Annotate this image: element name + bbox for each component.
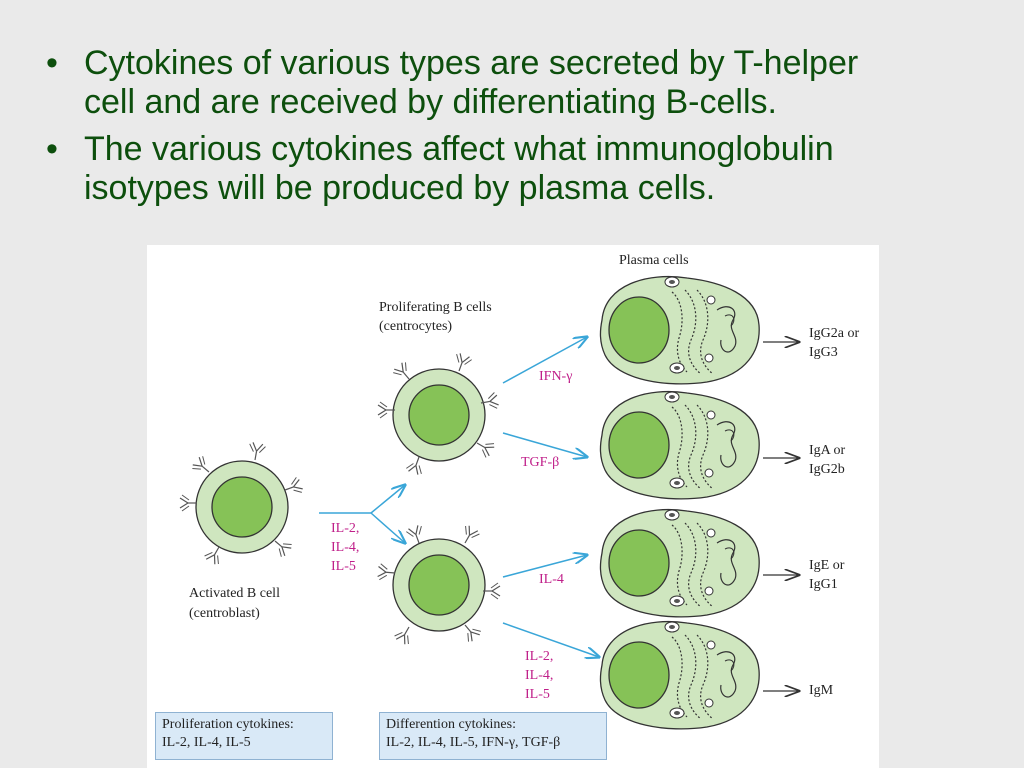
activated-subtitle: (centroblast) (189, 606, 260, 621)
legend-differentiation-title: Differention cytokines: (386, 717, 516, 732)
legend-proliferation: Proliferation cytokines: IL-2, IL-4, IL-… (155, 712, 333, 760)
output-isotype-label: IgE or (809, 558, 845, 573)
branch-arrow (319, 485, 405, 543)
bullet-text-line: The various cytokines affect what immuno… (84, 130, 834, 168)
cytokine-il4-label: IL-4 (539, 572, 564, 587)
cytokine-branch-label: IL-4, (331, 540, 360, 555)
cytokine-bottom-label: IL-4, (525, 668, 554, 683)
legend-differentiation-values: IL-2, IL-4, IL-5, IFN-γ, TGF-β (386, 735, 561, 750)
plasma-cell-2 (599, 390, 760, 500)
arrow-to-plasma-1 (502, 337, 587, 384)
legend-proliferation-title: Proliferation cytokines: (162, 717, 294, 732)
output-isotype-label: IgG3 (809, 345, 838, 360)
activated-title: Activated B cell (189, 586, 280, 601)
cytokine-bottom-label: IL-5 (525, 687, 550, 702)
arrow-to-plasma-2 (502, 432, 587, 457)
output-isotype-label: IgA or (809, 443, 846, 458)
cytokine-branch-label: IL-2, (331, 521, 360, 536)
plasma-cells-title: Plasma cells (619, 253, 689, 268)
proliferating-subtitle: (centrocytes) (379, 319, 453, 334)
proliferating-title: Proliferating B cells (379, 300, 492, 315)
output-isotype-label: IgM (809, 683, 834, 698)
bullet-item: • Cytokines of various types are secrete… (42, 44, 1012, 122)
legend-proliferation-values: IL-2, IL-4, IL-5 (162, 735, 251, 750)
output-isotype-label: IgG1 (809, 577, 838, 592)
arrow-to-plasma-4 (502, 622, 599, 657)
bullet-list: • Cytokines of various types are secrete… (42, 44, 1012, 216)
cytokine-bottom-label: IL-2, (525, 649, 554, 664)
plasma-cell-3 (599, 508, 760, 618)
output-isotype-label: IgG2a or (809, 326, 860, 341)
legend-differentiation: Differention cytokines: IL-2, IL-4, IL-5… (379, 712, 607, 760)
cytokine-ifn-label: IFN-γ (539, 369, 573, 384)
activated-b-cell (179, 441, 305, 567)
bullet-text-line: cell and are received by differentiating… (84, 83, 777, 121)
bullet-marker: • (46, 44, 58, 82)
proliferating-b-cell-top (377, 351, 500, 477)
plasma-cell-4 (599, 620, 760, 730)
proliferating-b-cell-bottom (376, 523, 501, 647)
bullet-text-line: Cytokines of various types are secreted … (84, 44, 859, 82)
diagram-canvas (179, 275, 879, 730)
output-isotype-label: IgG2b (809, 462, 845, 477)
arrow-to-plasma-3 (502, 555, 587, 578)
bullet-text-line: isotypes will be produced by plasma cell… (84, 169, 716, 207)
cytokine-tgf-label: TGF-β (521, 455, 560, 470)
bullet-item: • The various cytokines affect what immu… (42, 130, 1012, 208)
bullet-marker: • (46, 130, 58, 168)
b-cell-differentiation-figure: Plasma cells Proliferating B cells (cent… (147, 245, 879, 768)
plasma-cell-1 (599, 275, 760, 385)
cytokine-branch-label: IL-5 (331, 559, 356, 574)
